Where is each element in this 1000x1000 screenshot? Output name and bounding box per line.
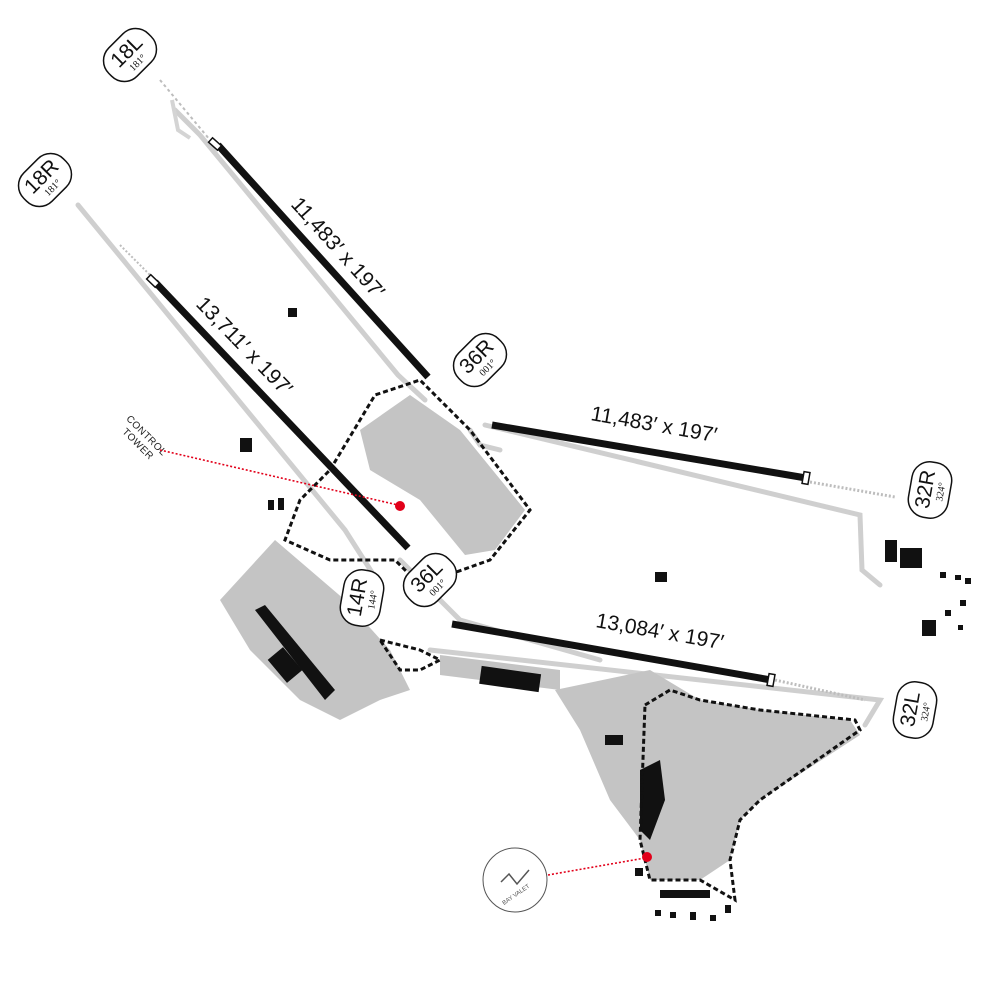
building-south-1: [605, 735, 623, 745]
approach-lights-32r: [809, 480, 896, 499]
building-cargo-1: [479, 665, 542, 693]
apron-t123: [220, 540, 410, 720]
taxiway-west-parallel: [75, 202, 383, 588]
apron-central: [360, 395, 525, 555]
terminal-t4-pier: [640, 760, 665, 840]
runway-length-36r-32r: 11,483′ x 197′: [589, 402, 719, 447]
runway-14r-32l: [451, 620, 772, 684]
perimeter-central: [283, 378, 532, 587]
aprons: [220, 395, 860, 880]
small-buildings: [268, 498, 971, 921]
runway-36r-32r: [491, 421, 807, 482]
apron-t4: [555, 670, 860, 880]
taxiway-south-link: [427, 647, 885, 728]
runway-tag-14r-heading: 144°: [366, 590, 380, 611]
runway-tag-32l-heading: 324°: [919, 702, 933, 723]
taxiway-east-link: [482, 422, 883, 588]
runway-18r-36l: [152, 279, 411, 551]
perimeter-lines: [283, 378, 862, 903]
building-hangar-3: [922, 620, 936, 636]
perimeter-terminal-south: [376, 637, 444, 672]
runway-length-14r-32l: 13,084′ x 197′: [594, 609, 725, 654]
runway-length-18r-36l: 13,711′ x 197′: [191, 292, 296, 400]
bay-valet-leader: [547, 857, 646, 876]
building-hangar-1: [885, 540, 897, 562]
bay-valet-landmark: BAY VALET: [482, 847, 652, 913]
runway-thresholds: [145, 136, 811, 688]
approach-lights-32l: [774, 678, 866, 702]
runway-tag-32l: 32L 324°: [892, 681, 938, 739]
building-north: [288, 308, 297, 317]
runway-tag-32r-heading: 324°: [934, 482, 948, 503]
terminal-buildings: [240, 308, 936, 898]
runway-tag-36r: 36R 001°: [452, 332, 508, 388]
runway-18l-36r: [215, 142, 431, 380]
terminal-t123-block: [267, 647, 303, 683]
runway-tag-36l: 36L 001°: [402, 552, 458, 608]
approach-lights-18l: [159, 79, 211, 141]
runway-tag-18l: 18L 181°: [102, 27, 158, 83]
runway-tag-18r: 18R 181°: [17, 152, 73, 208]
building-tower-area: [240, 438, 252, 452]
runways: [152, 142, 807, 684]
perimeter-t4: [638, 688, 862, 903]
runway-tag-32r: 32R 324°: [907, 461, 953, 519]
control-tower-marker: [395, 501, 405, 511]
bay-valet-logo-mark: [500, 869, 530, 886]
bay-valet-marker: [642, 852, 652, 862]
terminal-t123: [255, 605, 335, 700]
approach-lights-18r: [119, 244, 151, 276]
control-tower-leader: [159, 449, 399, 506]
runway-length-18l-36r: 11,483′ x 197′: [286, 193, 389, 303]
building-mid: [655, 572, 667, 582]
runway-tag-14r: 14R 144°: [339, 569, 385, 627]
building-hangar-2: [900, 548, 922, 568]
bay-valet-logo: BAY VALET: [482, 847, 548, 913]
taxiway-connector-a: [467, 427, 503, 453]
building-south-2: [660, 890, 710, 898]
taxiway-18l-stub: [170, 99, 192, 140]
taxiway-18l-parallel: [172, 107, 428, 403]
